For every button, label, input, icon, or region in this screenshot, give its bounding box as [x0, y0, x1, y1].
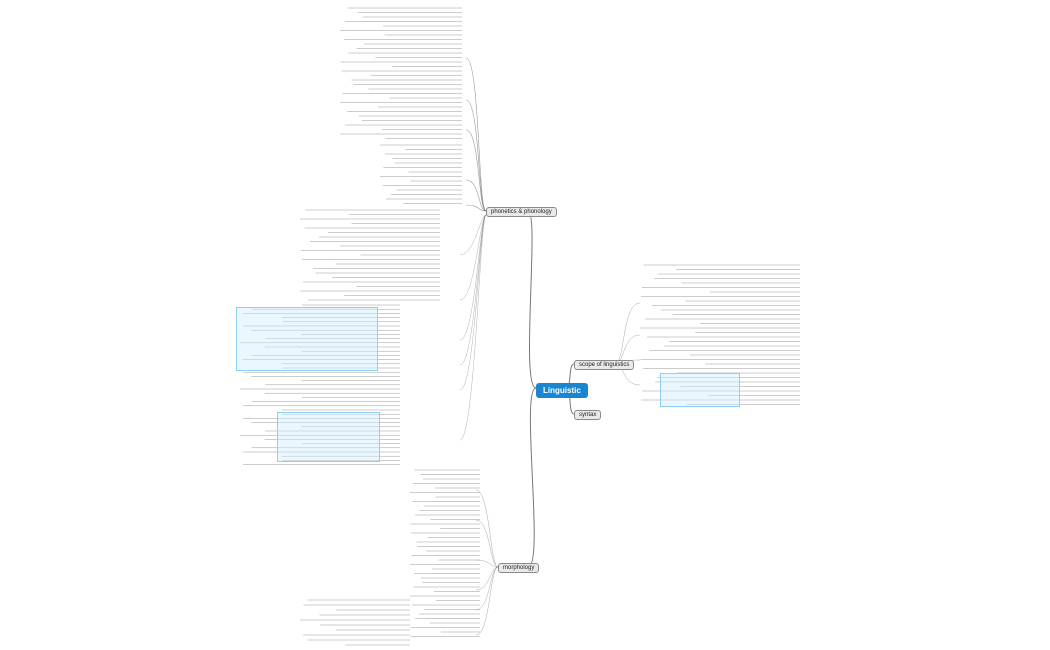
connector	[465, 179, 487, 212]
root-topic[interactable]: Linguistic	[536, 383, 588, 398]
highlight-region	[277, 412, 380, 462]
connector	[527, 387, 537, 568]
connector	[465, 99, 487, 212]
connector	[475, 519, 499, 568]
connector	[527, 210, 537, 389]
branch-label: morphology	[503, 565, 535, 571]
branch-phonetics-phonology[interactable]: phonetics & phonology	[486, 207, 557, 217]
connector	[459, 214, 487, 341]
connector	[459, 214, 487, 301]
branch-morphology[interactable]: morphology	[498, 563, 540, 573]
branch-scope-of-linguistics[interactable]: scope of linguistics	[574, 360, 635, 370]
connector	[475, 566, 499, 636]
connector	[614, 302, 641, 365]
branch-label: syntax	[579, 412, 597, 418]
branch-label: phonetics & phonology	[491, 209, 552, 215]
connector	[459, 214, 487, 391]
root-topic-label: Linguistic	[543, 386, 581, 395]
branch-label: scope of linguistics	[579, 362, 630, 368]
branch-syntax[interactable]: syntax	[574, 410, 602, 420]
connector	[459, 214, 487, 441]
connector	[459, 214, 487, 366]
connector	[465, 204, 487, 212]
highlight-region	[660, 373, 740, 407]
connector	[475, 489, 499, 568]
connector	[465, 129, 487, 212]
highlight-region	[236, 307, 378, 371]
